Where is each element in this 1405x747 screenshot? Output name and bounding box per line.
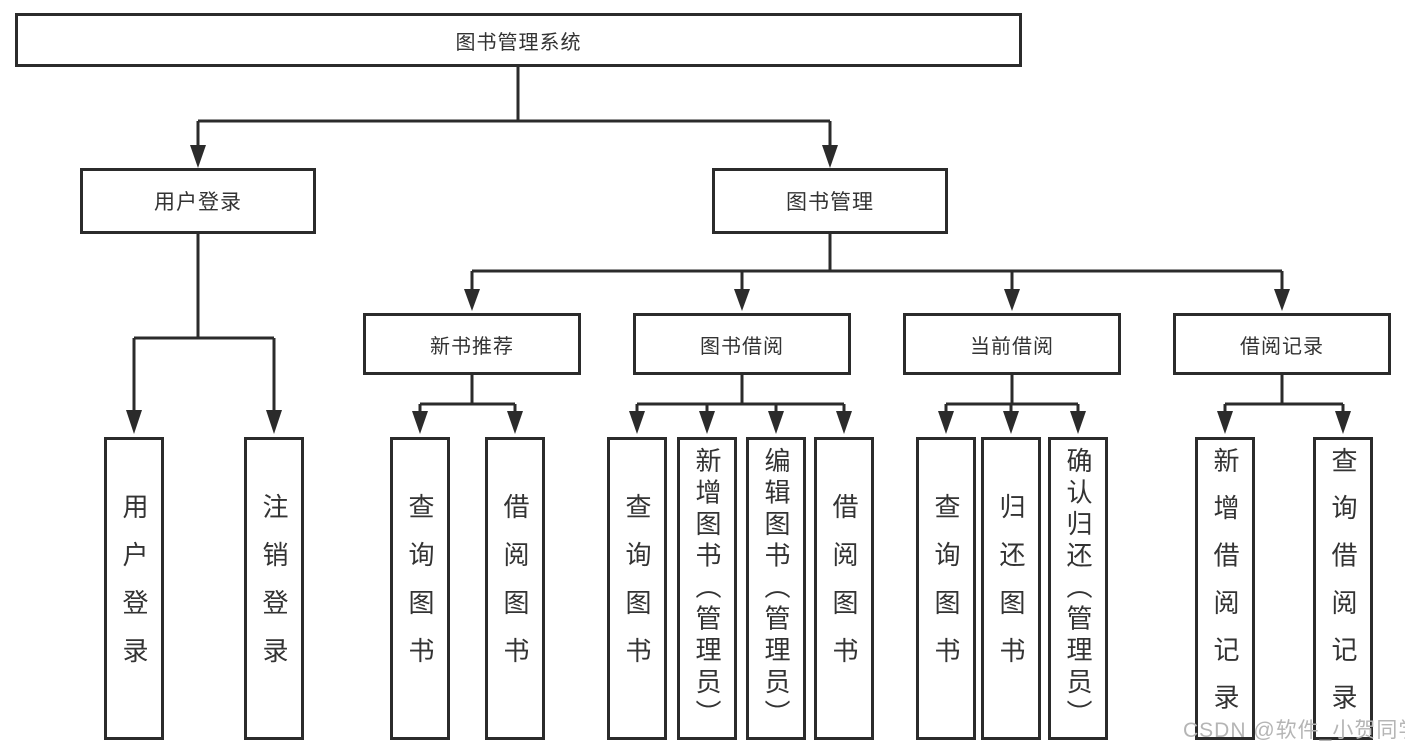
leaf-query-books-newbook: 查询图书 — [390, 437, 450, 740]
node-borrow-records: 借阅记录 — [1173, 313, 1391, 375]
leaf-query-books-current: 查询图书 — [916, 437, 976, 740]
arrow-down-icon — [464, 289, 480, 311]
leaf-confirm-return-admin: 确认归还（管理员） — [1048, 437, 1108, 740]
arrow-down-icon — [734, 289, 750, 311]
arrow-down-icon — [629, 411, 645, 434]
arrow-down-icon — [699, 411, 715, 434]
leaf-query-borrow-record: 查询借阅记录 — [1313, 437, 1373, 740]
leaf-user-login: 用户登录 — [104, 437, 164, 740]
arrow-down-icon — [1004, 289, 1020, 311]
connector-book-management — [470, 234, 1284, 290]
arrow-down-icon — [266, 410, 282, 434]
leaf-add-borrow-record: 新增借阅记录 — [1195, 437, 1255, 740]
connector-new-book — [418, 375, 517, 412]
node-user-login: 用户登录 — [80, 168, 316, 234]
leaf-add-book-admin: 新增图书（管理员） — [677, 437, 737, 740]
leaf-borrow-books-borrow: 借阅图书 — [814, 437, 874, 740]
connector-root — [196, 67, 832, 146]
node-book-borrow: 图书借阅 — [633, 313, 851, 375]
arrow-down-icon — [836, 411, 852, 434]
leaf-borrow-books-newbook: 借阅图书 — [485, 437, 545, 740]
node-current-borrow: 当前借阅 — [903, 313, 1121, 375]
connector-current-borrow — [944, 375, 1080, 412]
leaf-return-book: 归还图书 — [981, 437, 1041, 740]
csdn-watermark: CSDN @软件_小贺同学 — [1183, 719, 1405, 742]
connector-borrow-records — [1223, 375, 1345, 412]
arrow-down-icon — [768, 411, 784, 434]
arrow-down-icon — [822, 145, 838, 168]
leaf-edit-book-admin: 编辑图书（管理员） — [746, 437, 806, 740]
node-new-book-recommend: 新书推荐 — [363, 313, 581, 375]
arrow-down-icon — [412, 411, 428, 434]
arrow-down-icon — [1003, 411, 1019, 434]
arrow-down-icon — [126, 410, 142, 434]
node-book-management: 图书管理 — [712, 168, 948, 234]
arrow-down-icon — [938, 411, 954, 434]
arrow-down-icon — [507, 411, 523, 434]
connector-book-borrow — [635, 375, 846, 412]
node-library-management-system: 图书管理系统 — [15, 13, 1022, 67]
arrow-down-icon — [1070, 411, 1086, 434]
connector-user-login — [132, 234, 276, 411]
arrow-down-icon — [1335, 411, 1351, 434]
arrow-down-icon — [190, 145, 206, 168]
arrow-down-icon — [1217, 411, 1233, 434]
leaf-query-books-borrow: 查询图书 — [607, 437, 667, 740]
leaf-logout-login: 注销登录 — [244, 437, 304, 740]
arrow-down-icon — [1274, 289, 1290, 311]
